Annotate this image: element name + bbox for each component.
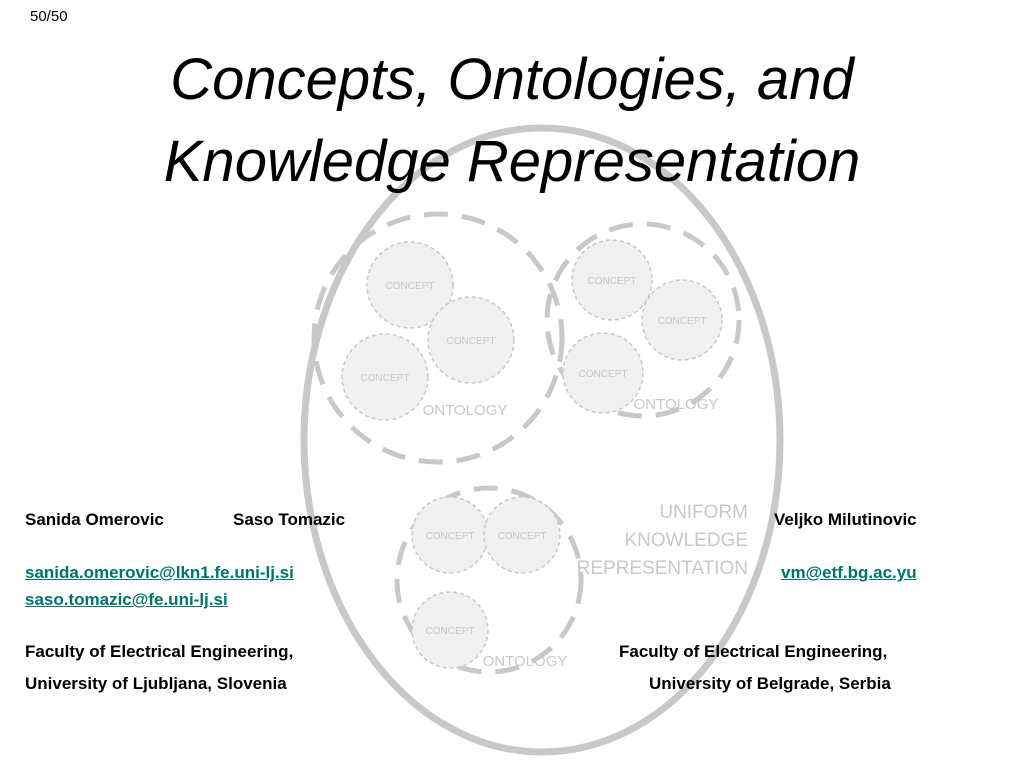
- ontology-label: ONTOLOGY: [634, 396, 719, 413]
- concept-label: CONCEPT: [386, 281, 435, 292]
- affiliation-university: University of Ljubljana, Slovenia: [25, 674, 287, 693]
- representation-ellipse: [300, 124, 784, 756]
- author-email-link[interactable]: saso.tomazic@fe.uni-lj.si: [25, 590, 228, 609]
- concept-circle: [571, 239, 653, 321]
- concept-label: CONCEPT: [426, 626, 475, 637]
- author-email-link[interactable]: vm@etf.bg.ac.yu: [781, 563, 917, 582]
- page-number: 50/50: [30, 8, 68, 25]
- slide-title-line1: Concepts, Ontologies, and: [170, 47, 854, 112]
- concept-label: CONCEPT: [588, 276, 637, 287]
- ontology-circle-3: [394, 485, 584, 675]
- author-name: Veljko Milutinovic: [774, 510, 917, 529]
- concept-circle: [427, 296, 515, 384]
- affiliation-faculty: Faculty of Electrical Engineering,: [25, 642, 294, 661]
- concept-circle: [562, 332, 644, 414]
- slide-title-line2: Knowledge Representation: [163, 129, 861, 194]
- concept-circle: [341, 333, 429, 421]
- author-name: Sanida Omerovic: [25, 510, 164, 529]
- concept-label: CONCEPT: [447, 336, 496, 347]
- author-name: Saso Tomazic: [233, 510, 346, 529]
- author-email-link[interactable]: sanida.omerovic@lkn1.fe.uni-lj.si: [25, 563, 294, 582]
- concept-circle: [411, 591, 489, 669]
- concept-label: CONCEPT: [579, 369, 628, 380]
- affiliation-faculty: Faculty of Electrical Engineering,: [619, 642, 888, 661]
- concept-label: CONCEPT: [426, 531, 475, 542]
- concept-label: CONCEPT: [658, 316, 707, 327]
- representation-label-line2: KNOWLEDGE: [624, 530, 748, 551]
- concept-circle: [483, 496, 561, 574]
- representation-label-line1: UNIFORM: [659, 502, 748, 523]
- concept-circle: [366, 241, 454, 329]
- ontology-circle-2: [544, 221, 742, 419]
- concept-label: CONCEPT: [498, 531, 547, 542]
- ontology-label: ONTOLOGY: [423, 402, 508, 419]
- representation-label-line3: REPRESENTATION: [577, 558, 748, 579]
- affiliation-university: University of Belgrade, Serbia: [649, 674, 891, 693]
- ontology-label: ONTOLOGY: [483, 653, 568, 670]
- concept-circle: [641, 279, 723, 361]
- concept-label: CONCEPT: [361, 373, 410, 384]
- ontology-circle-1: [311, 211, 565, 465]
